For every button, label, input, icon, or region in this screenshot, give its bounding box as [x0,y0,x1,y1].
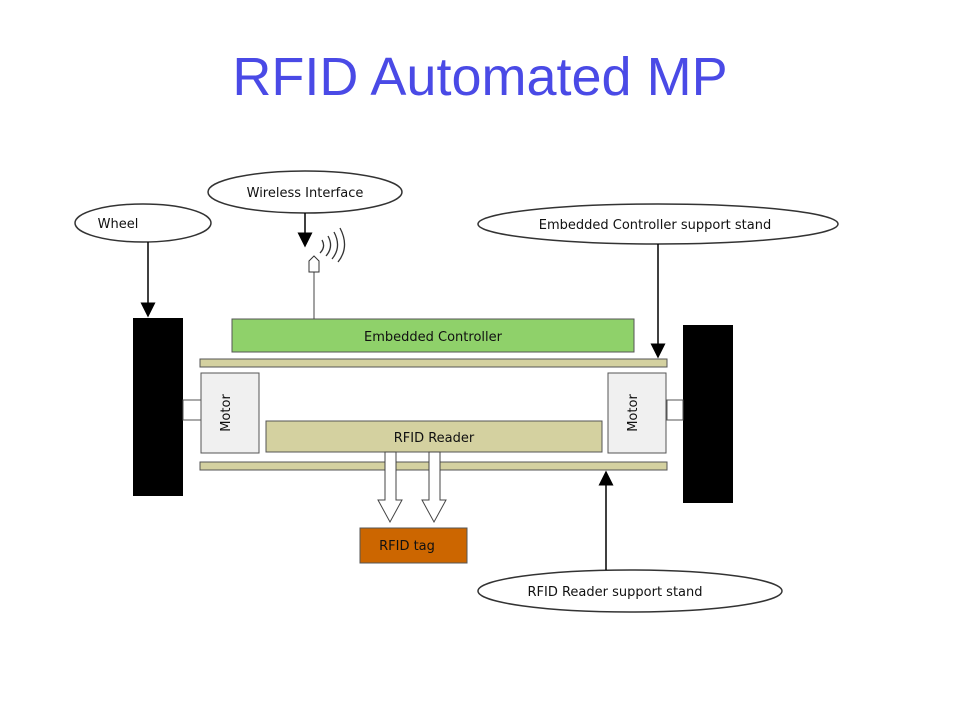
reader-signal-arrow-1 [377,451,403,524]
motor-left-block [200,372,260,454]
motor-right-label: Motor [626,394,641,432]
embedded-controller-block [231,318,635,353]
wireless-signal-icon [319,227,346,263]
rfid-tag-label: RFID tag [379,539,435,554]
motor-right-block [607,372,667,454]
rfid-reader-label: RFID Reader [394,431,475,446]
wheel-right [683,325,733,503]
wheel-callout [74,203,212,243]
reader-signal-arrow-2 [421,451,447,524]
antenna-icon [308,255,320,273]
slide-title: RFID Automated MP [232,47,728,107]
wheel-label: Wheel [98,217,139,232]
wireless-interface-label: Wireless Interface [247,186,364,201]
wheel-left [133,318,183,496]
controller-stand-label: Embedded Controller support stand [539,218,771,233]
controller-support-stand [199,358,668,368]
reader-stand-label: RFID Reader support stand [528,585,703,600]
motor-left-label: Motor [219,394,234,432]
axle-right [666,399,684,421]
rfid-tag-block [359,527,468,564]
reader-stand-callout [477,569,783,613]
embedded-controller-label: Embedded Controller [364,330,503,345]
axle-left [182,399,202,421]
